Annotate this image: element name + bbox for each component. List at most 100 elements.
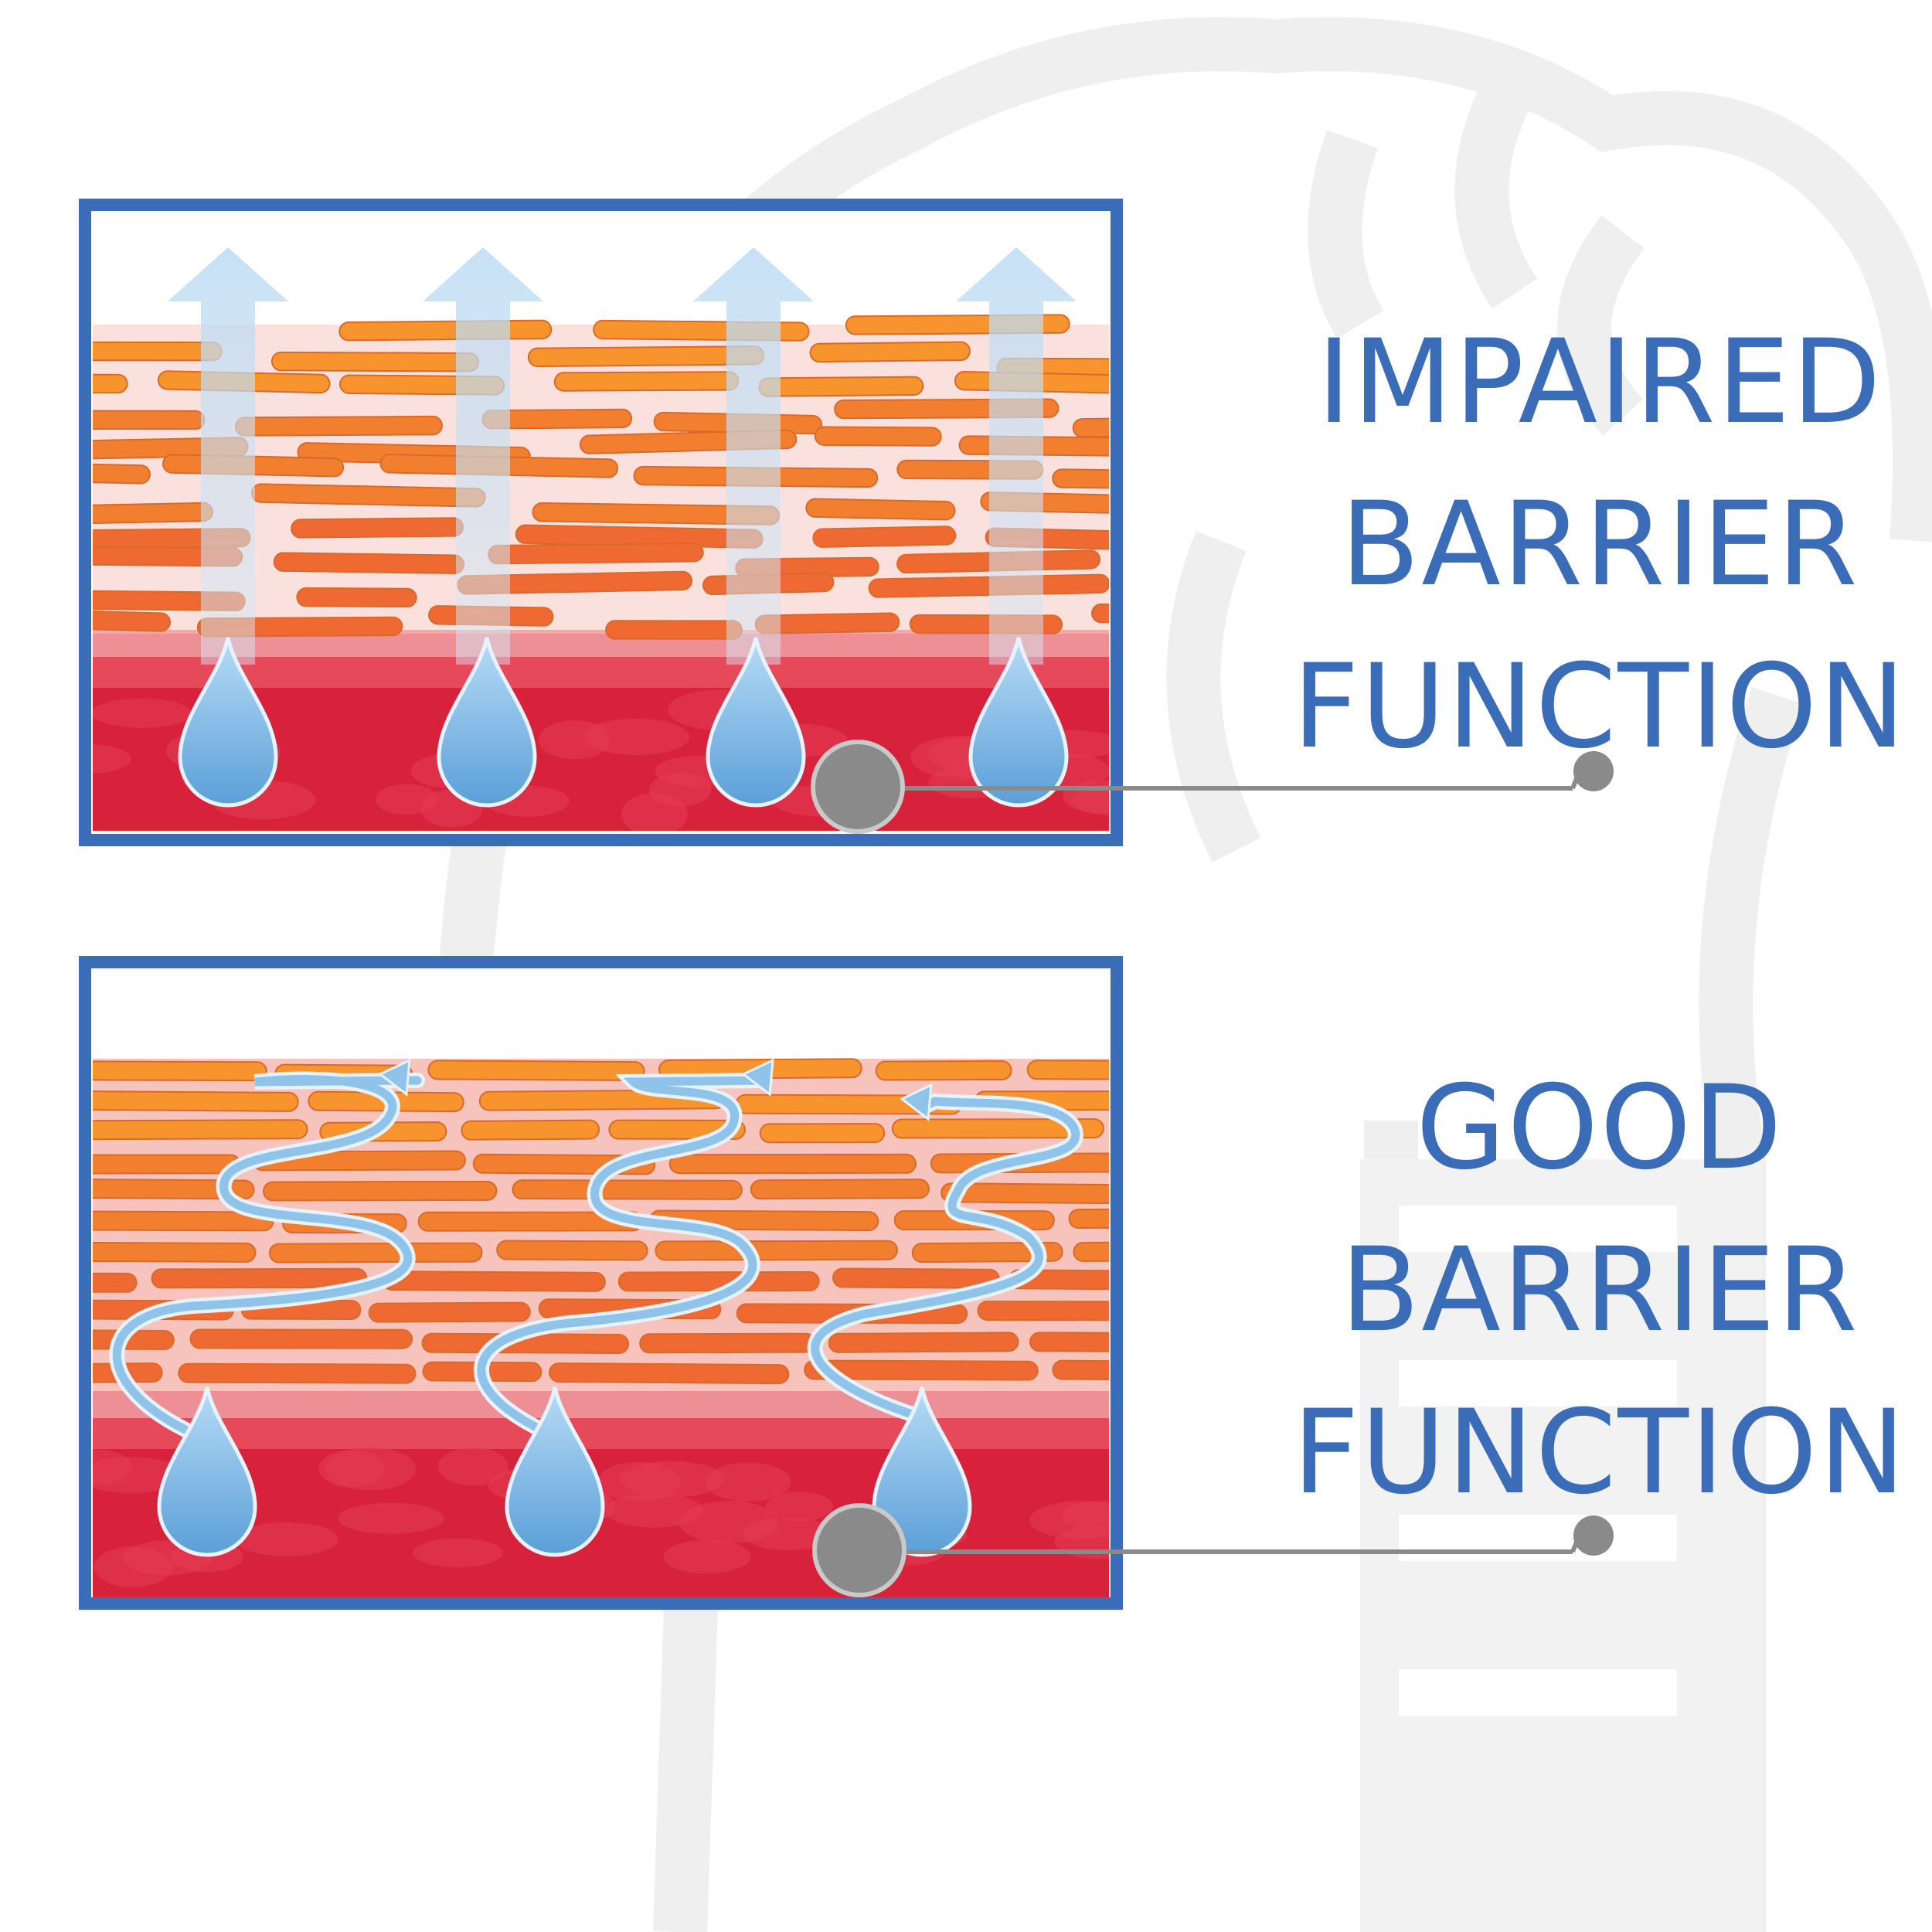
connector-dot-icon [812, 1503, 906, 1597]
corneocyte-cell [1116, 1121, 1271, 1139]
water-droplet-icon [872, 1386, 972, 1557]
dermis-cell [765, 1492, 834, 1522]
corneocyte-cell [268, 1242, 483, 1264]
dermis-cell [1060, 1501, 1109, 1530]
corneocyte-cell [549, 1362, 790, 1385]
corneocyte-cell [93, 1119, 308, 1141]
evaporation-arrows [168, 247, 1077, 665]
label-line: BARRIER [1340, 1223, 1859, 1358]
corneocyte-cell [250, 483, 486, 508]
label-line: FUNCTION [1292, 1386, 1907, 1520]
water-path [112, 1075, 422, 1434]
corneocyte-cell [338, 319, 553, 342]
connector-dot-icon [811, 740, 905, 834]
water-droplets [157, 1386, 972, 1557]
corneocyte-cell [93, 1272, 138, 1293]
dermis-cell [1063, 780, 1109, 814]
corneocyte-cell [273, 552, 465, 574]
label-line: GOOD [1416, 1061, 1784, 1196]
dermis-cell [234, 1522, 339, 1556]
dermis-cell [437, 1447, 509, 1486]
corneocyte-cell [911, 1241, 1063, 1264]
path-arrowhead-icon [378, 1058, 411, 1097]
label-line: BARRIER [1340, 478, 1859, 612]
dermis-cell [605, 1493, 704, 1528]
good-barrier-panel [79, 956, 1271, 1610]
corneocyte-cell [93, 1060, 267, 1082]
corneocyte-cell [655, 1240, 898, 1261]
label-impaired-barrier-function: IMPAIRED BARRIER FUNCTION [1267, 301, 1932, 788]
path-arrowhead-icon [900, 1083, 933, 1121]
dermis-cell [663, 1539, 751, 1574]
water-path [477, 1076, 770, 1434]
corneocyte-cell [814, 426, 942, 447]
corneocyte-cell [809, 341, 971, 363]
evaporation-arrow-icon [693, 247, 814, 665]
corneocyte-cell [1068, 1208, 1109, 1230]
label-line: IMPAIRED [1317, 315, 1883, 450]
corneocyte-cell [553, 371, 740, 392]
corneocyte-layer [93, 314, 1109, 640]
evaporation-arrow-icon [168, 247, 288, 665]
path-arrowhead-icon [741, 1058, 774, 1097]
corneocyte-cell [93, 1178, 255, 1200]
corneocyte-cell [270, 351, 479, 372]
corneocyte-cell [368, 1301, 531, 1323]
label-good-barrier-function: GOOD BARRIER FUNCTION [1267, 1047, 1932, 1534]
corneocyte-cell [512, 1179, 743, 1200]
water-path [811, 1097, 1080, 1419]
dermis-cell [621, 792, 688, 831]
corneocyte-cell [875, 1060, 1012, 1081]
corneocyte-cell [1029, 1332, 1109, 1353]
corneocyte-cell [151, 1267, 368, 1289]
water-droplet-icon [437, 637, 537, 808]
corneocyte-cell [804, 1359, 1039, 1381]
corneocyte-cell [1052, 1359, 1109, 1382]
corneocyte-cell [93, 1210, 274, 1232]
corneocyte-cell [93, 410, 206, 430]
label-line: FUNCTION [1292, 640, 1907, 774]
corneocyte-cell [750, 1179, 930, 1200]
corneocyte-cell [868, 573, 1109, 598]
corneocyte-cell [93, 1090, 299, 1112]
corneocyte-cell [263, 1180, 498, 1202]
water-droplet-icon [178, 637, 278, 808]
water-droplet-icon [505, 1386, 605, 1557]
water-paths [109, 1058, 1083, 1437]
corneocyte-cell [828, 1332, 1019, 1353]
dermis-cell [325, 1447, 417, 1491]
connector-dot-icon [1573, 1515, 1614, 1556]
corneocyte-cell [291, 517, 464, 539]
dermis-cell [583, 718, 690, 756]
corneocyte-cell [1052, 468, 1109, 491]
corneocyte-cell [93, 1329, 175, 1350]
connector-impaired [811, 740, 1614, 834]
corneocyte-cell [93, 502, 214, 525]
connector-dot-icon [1573, 751, 1614, 791]
water-droplets [178, 637, 1069, 808]
corneocyte-cell [1072, 417, 1109, 438]
corneocyte-cell [639, 1332, 816, 1354]
water-droplet-icon [706, 637, 806, 808]
evaporation-arrow-icon [423, 247, 543, 665]
dermis-cell [93, 698, 192, 728]
dermis-cell [337, 1502, 445, 1534]
corneocyte-cell [759, 1123, 886, 1144]
dermis-cell [413, 1538, 503, 1568]
corneocyte-cell [812, 526, 957, 548]
corneocyte-cell [427, 1060, 645, 1082]
corneocyte-cell [296, 587, 417, 608]
connector-good [812, 1503, 1614, 1597]
corneocyte-cell [189, 1328, 413, 1349]
corneocyte-cell [93, 608, 172, 632]
dermis-cell [743, 1517, 834, 1551]
corneocyte-cell [891, 1118, 1104, 1139]
evaporation-arrow-icon [956, 247, 1077, 665]
dermis-cell [93, 744, 131, 774]
dermis-cell [93, 1457, 182, 1494]
corneocyte-cell [668, 1153, 917, 1175]
watermark-bars [1399, 1206, 1677, 1716]
corneocyte-cell [93, 1241, 257, 1263]
corneocyte-cell [1091, 602, 1109, 624]
